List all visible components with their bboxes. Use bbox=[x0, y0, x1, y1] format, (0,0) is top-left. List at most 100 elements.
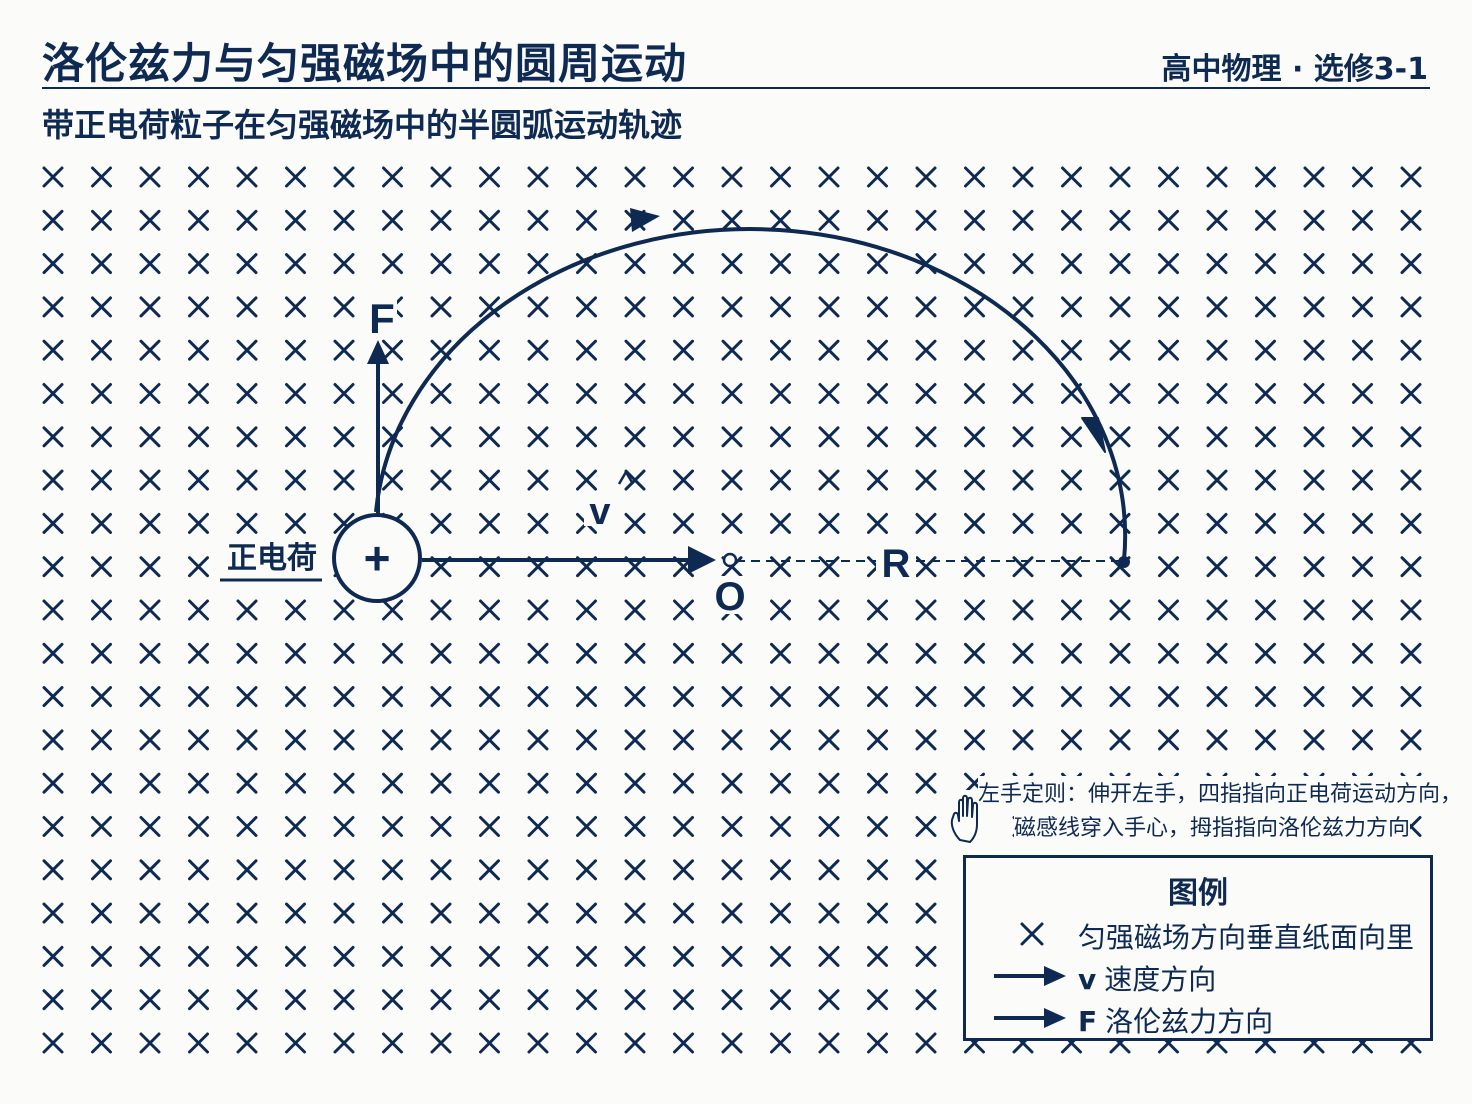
field-cross-mark bbox=[1109, 166, 1131, 188]
field-cross-mark bbox=[624, 989, 646, 1011]
field-cross-mark bbox=[1255, 556, 1276, 578]
endpoint-dot bbox=[1118, 556, 1130, 568]
field-cross-mark bbox=[479, 469, 500, 491]
field-cross-mark bbox=[188, 859, 209, 881]
field-cross-mark bbox=[673, 426, 694, 448]
trajectory-arc bbox=[374, 227, 1128, 561]
field-cross-mark bbox=[1158, 296, 1179, 318]
field-cross-mark bbox=[139, 945, 161, 967]
field-cross-mark bbox=[1012, 686, 1034, 708]
field-cross-mark bbox=[964, 383, 985, 404]
field-cross-mark bbox=[721, 642, 743, 664]
field-cross-mark bbox=[91, 902, 112, 924]
field-cross-mark bbox=[188, 166, 209, 188]
field-cross-mark bbox=[624, 469, 646, 491]
legend-item-symbol: F bbox=[1078, 1005, 1098, 1038]
field-cross-mark bbox=[1109, 339, 1131, 361]
field-cross-mark bbox=[1109, 209, 1131, 231]
field-cross-mark bbox=[139, 166, 161, 188]
field-cross-mark bbox=[479, 253, 500, 275]
field-cross-mark bbox=[236, 859, 258, 881]
field-cross-mark bbox=[285, 512, 306, 534]
field-cross-mark bbox=[91, 512, 112, 534]
field-cross-mark bbox=[479, 945, 500, 967]
field-cross-mark bbox=[721, 512, 743, 534]
field-cross-mark bbox=[576, 1032, 597, 1054]
field-cross-mark bbox=[624, 1032, 646, 1054]
field-cross-mark bbox=[527, 426, 549, 448]
field-cross-mark bbox=[818, 1032, 840, 1054]
field-cross-mark bbox=[770, 642, 791, 664]
field-cross-mark bbox=[42, 469, 64, 491]
field-cross-mark bbox=[1012, 469, 1034, 491]
field-cross-mark bbox=[964, 209, 985, 231]
field-cross-mark bbox=[576, 945, 597, 967]
field-cross-mark bbox=[624, 772, 646, 794]
field-cross-mark bbox=[1012, 166, 1034, 188]
field-cross-mark bbox=[1109, 383, 1131, 404]
field-cross-mark bbox=[576, 469, 597, 491]
field-cross-mark bbox=[964, 512, 985, 534]
field-cross-mark bbox=[964, 166, 985, 188]
field-cross-mark bbox=[818, 642, 840, 664]
field-cross-mark bbox=[479, 729, 500, 751]
field-cross-mark bbox=[818, 686, 840, 708]
field-cross-mark bbox=[1255, 599, 1276, 621]
arrow-right-icon bbox=[994, 1008, 1066, 1028]
field-cross-mark bbox=[91, 859, 112, 881]
field-cross-mark bbox=[479, 166, 500, 188]
field-cross-mark bbox=[236, 512, 258, 534]
field-cross-mark bbox=[1400, 339, 1422, 361]
field-cross-mark bbox=[1158, 383, 1179, 404]
field-cross-mark bbox=[430, 772, 452, 794]
field-cross-mark bbox=[1255, 469, 1276, 491]
field-cross-mark bbox=[770, 296, 791, 318]
field-cross-mark bbox=[430, 816, 452, 837]
field-cross-mark bbox=[430, 599, 452, 621]
field-cross-mark bbox=[915, 512, 937, 534]
field-cross-mark bbox=[285, 816, 306, 837]
field-cross-mark bbox=[430, 1032, 452, 1054]
field-cross-mark bbox=[188, 209, 209, 231]
field-cross-mark bbox=[1109, 599, 1131, 621]
field-cross-mark bbox=[818, 339, 840, 361]
field-cross-mark bbox=[1303, 209, 1325, 231]
field-cross-mark bbox=[479, 816, 500, 837]
field-cross-mark bbox=[673, 599, 694, 621]
field-cross-mark bbox=[236, 469, 258, 491]
field-cross-mark bbox=[527, 989, 549, 1011]
field-cross-mark bbox=[236, 296, 258, 318]
field-cross-mark bbox=[188, 599, 209, 621]
field-cross-mark bbox=[91, 209, 112, 231]
field-cross-mark bbox=[1061, 253, 1082, 275]
field-cross-mark bbox=[1061, 209, 1082, 231]
field-cross-mark bbox=[624, 686, 646, 708]
field-cross-mark bbox=[285, 209, 306, 231]
field-cross-mark bbox=[1400, 166, 1422, 188]
field-cross-mark bbox=[1352, 426, 1373, 448]
field-cross-mark bbox=[430, 859, 452, 881]
field-cross-mark bbox=[867, 859, 888, 881]
field-cross-mark bbox=[1400, 599, 1422, 621]
field-cross-mark bbox=[770, 772, 791, 794]
field-cross-mark bbox=[1158, 209, 1179, 231]
field-cross-mark bbox=[576, 209, 597, 231]
field-cross-mark bbox=[867, 469, 888, 491]
field-cross-mark bbox=[188, 253, 209, 275]
field-cross-mark bbox=[1303, 426, 1325, 448]
field-cross-mark bbox=[673, 859, 694, 881]
field-cross-mark bbox=[1206, 469, 1228, 491]
field-cross-mark bbox=[1206, 556, 1228, 578]
field-cross-mark bbox=[1255, 296, 1276, 318]
field-cross-mark bbox=[91, 296, 112, 318]
field-cross-mark bbox=[624, 729, 646, 751]
field-cross-mark bbox=[576, 902, 597, 924]
field-cross-mark bbox=[1206, 512, 1228, 534]
field-cross-mark bbox=[333, 599, 355, 621]
field-cross-mark bbox=[1158, 556, 1179, 578]
field-cross-mark bbox=[527, 469, 549, 491]
field-cross-mark bbox=[1352, 166, 1373, 188]
field-cross-mark bbox=[527, 1032, 549, 1054]
field-cross-mark bbox=[139, 1032, 161, 1054]
